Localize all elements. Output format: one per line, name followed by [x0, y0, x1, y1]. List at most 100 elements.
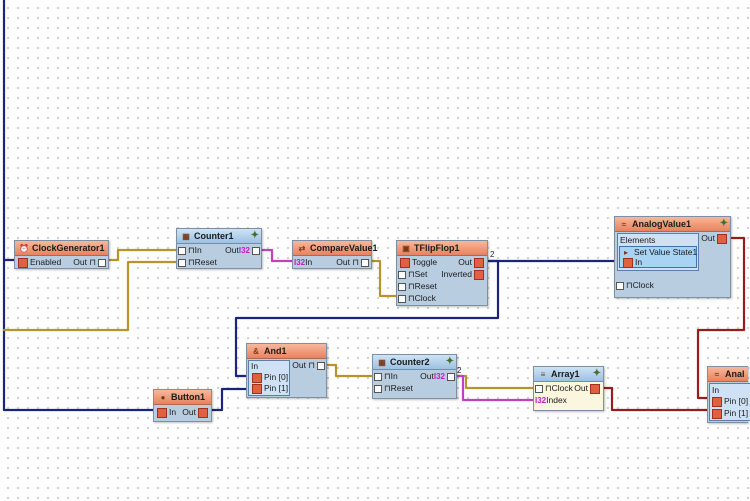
and1-in-label: In: [251, 361, 259, 371]
pin-button-in[interactable]: In: [155, 407, 176, 418]
wire-label-counter2: 2: [457, 366, 462, 375]
pin-connector-icon: [252, 383, 262, 394]
compare-value-header[interactable]: ⇄CompareValue1: [293, 241, 378, 256]
wand-icon[interactable]: ✦: [250, 230, 259, 241]
tflipflop-header[interactable]: ▣TFlipFlop1: [397, 241, 487, 256]
array-icon: ≡: [540, 370, 546, 380]
pin-state-in[interactable]: In: [621, 257, 642, 268]
button1-header[interactable]: ●Button1: [154, 390, 211, 405]
pin-and1-out[interactable]: Out ⊓: [292, 360, 325, 371]
pin-inverted[interactable]: Inverted: [441, 269, 486, 280]
pin-analog-partial-1[interactable]: Pin [1]: [710, 408, 748, 419]
wire-counter2-array-clock: [455, 374, 535, 390]
pin-clock-out[interactable]: Out ⊓: [73, 257, 106, 268]
pin-connector-icon: [252, 246, 260, 255]
pin-analog-clock[interactable]: ⊓Clock: [616, 280, 654, 291]
and1-component[interactable]: &And1 In Pin [0] Pin [1] Out ⊓: [246, 343, 327, 398]
pin-connector-icon: [717, 233, 727, 244]
and1-in-panel[interactable]: In Pin [0] Pin [1]: [248, 360, 290, 396]
wire-button-and1: [210, 387, 249, 412]
analog-partial-header[interactable]: ≈Anal: [708, 367, 748, 382]
counter2-header[interactable]: ▦ Counter2 ✦: [373, 355, 456, 370]
pin-connector-icon: [178, 246, 186, 255]
pin-counter2-reset[interactable]: ⊓Reset: [374, 383, 413, 394]
pin-compare-in[interactable]: I32In: [294, 257, 313, 267]
pin-analog-out[interactable]: Out: [701, 233, 729, 244]
pin-analog-partial-0[interactable]: Pin [0]: [710, 396, 748, 407]
array1-title: Array1: [551, 369, 580, 379]
analog-partial-in-panel[interactable]: In Pin [0] Pin [1]: [709, 383, 750, 421]
pin-connector-icon: [374, 372, 382, 381]
and-gate-icon: &: [253, 347, 259, 357]
pin-connector-icon: [616, 281, 624, 290]
analog-value-header[interactable]: ≈AnalogValue1 ✦: [615, 217, 730, 232]
pin-counter2-in[interactable]: ⊓In: [374, 371, 398, 382]
tflipflop-title: TFlipFlop1: [414, 243, 460, 253]
counter1-component[interactable]: ▦Counter1 ✦ ⊓In OutI32 ⊓Reset: [176, 228, 262, 269]
wand-icon[interactable]: ✦: [719, 218, 728, 229]
pin-array-clock[interactable]: ⊓Clock: [535, 383, 573, 394]
clock-icon: ⏰: [19, 244, 29, 254]
pin-counter1-reset[interactable]: ⊓Reset: [178, 257, 217, 268]
analog-partial-title: Anal: [725, 369, 745, 379]
pin-compare-out[interactable]: Out ⊓: [336, 257, 369, 268]
compare-value-title: CompareValue1: [310, 243, 378, 253]
pin-reset[interactable]: ⊓Reset: [398, 281, 437, 292]
pin-and1-0[interactable]: Pin [0]: [250, 372, 288, 383]
tflipflop-component[interactable]: ▣TFlipFlop1 Toggle Out ⊓Set Inverted ⊓Re…: [396, 240, 488, 306]
pin-counter1-in[interactable]: ⊓In: [178, 245, 202, 256]
wire-loop-counter1-reset: [2, 260, 179, 332]
pin-connector-icon: [712, 396, 722, 407]
pin-connector-icon: [361, 258, 369, 267]
pin-connector-icon: [474, 257, 484, 268]
pin-connector-icon: [400, 257, 410, 268]
pin-counter1-out[interactable]: OutI32: [225, 245, 260, 256]
analog-value-component[interactable]: ≈AnalogValue1 ✦ Elements ▸Set Value Stat…: [614, 216, 731, 298]
pin-connector-icon: [590, 383, 600, 394]
pin-array-index[interactable]: I32Index: [535, 395, 567, 405]
pin-clock[interactable]: ⊓Clock: [398, 293, 436, 304]
pin-connector-icon: [474, 269, 484, 280]
pin-connector-icon: [157, 407, 167, 418]
wire-compare-tflipflop: [370, 259, 399, 298]
wire-label-tflipflop: 2: [490, 250, 495, 259]
analog-partial-in-label: In: [712, 385, 720, 395]
pin-tflipflop-out[interactable]: Out: [458, 257, 486, 268]
counter1-header[interactable]: ▦Counter1 ✦: [177, 229, 261, 244]
wire-array-analog: [602, 386, 709, 412]
and1-title: And1: [264, 346, 287, 356]
state-icon: ▸: [623, 248, 628, 258]
array1-component[interactable]: ≡ Array1 ✦ ⊓Clock Out I32Index: [533, 366, 604, 411]
button1-component[interactable]: ●Button1 In Out: [153, 389, 212, 422]
pin-array-out[interactable]: Out: [574, 383, 602, 394]
pin-enabled[interactable]: Enabled: [16, 257, 61, 268]
elements-panel[interactable]: Elements ▸Set Value State1 In: [617, 233, 699, 271]
wand-icon[interactable]: ✦: [592, 368, 601, 379]
counter-icon: ▦: [378, 358, 386, 368]
wire-analogvalue-analog: [696, 236, 746, 400]
set-value-state-item[interactable]: ▸Set Value State1 In: [619, 246, 697, 268]
counter2-title: Counter2: [390, 357, 430, 367]
pin-counter2-out[interactable]: OutI32: [420, 371, 455, 382]
wire-clockgen-counter1: [106, 248, 179, 262]
clock-generator-component[interactable]: ⏰ClockGenerator1 Enabled Out ⊓: [14, 240, 109, 269]
counter2-component[interactable]: ▦ Counter2 ✦ ⊓In OutI32 ⊓Reset: [372, 354, 457, 399]
compare-value-component[interactable]: ⇄CompareValue1 I32In Out ⊓: [292, 240, 378, 269]
clock-generator-header[interactable]: ⏰ClockGenerator1: [15, 241, 108, 256]
wire-counter1-compare: [260, 248, 295, 263]
pin-connector-icon: [398, 294, 406, 303]
pin-connector-icon: [317, 361, 325, 370]
array1-header[interactable]: ≡ Array1 ✦: [534, 367, 603, 382]
pin-connector-icon: [178, 258, 186, 267]
pin-toggle[interactable]: Toggle: [398, 257, 437, 268]
pin-and1-1[interactable]: Pin [1]: [250, 383, 288, 394]
wand-icon[interactable]: ✦: [445, 356, 454, 367]
pin-button-out[interactable]: Out: [182, 407, 210, 418]
and1-header[interactable]: &And1: [247, 344, 326, 359]
pin-set[interactable]: ⊓Set: [398, 269, 427, 280]
clock-generator-title: ClockGenerator1: [32, 243, 105, 253]
counter1-title: Counter1: [194, 231, 234, 241]
analog-partial-component[interactable]: ≈Anal In Pin [0] Pin [1]: [707, 366, 750, 423]
